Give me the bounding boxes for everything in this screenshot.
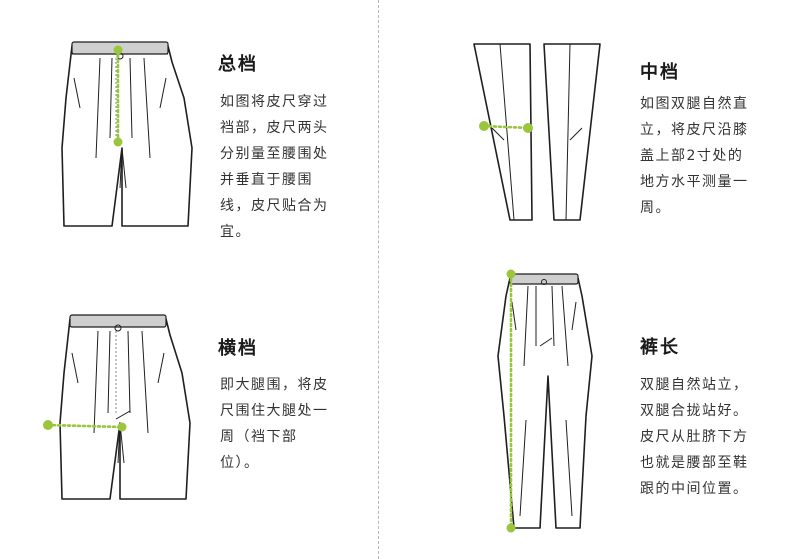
desc-line: 双腿合拢站好。: [640, 403, 749, 419]
desc-line: 宜。: [220, 224, 251, 240]
desc-line: 盖上部2寸处的: [640, 148, 744, 164]
desc-line: 也就是腰部至鞋: [640, 455, 749, 471]
thigh-description: 即大腿围，将皮 尺围住大腿处一 周（裆下部 位）。: [220, 372, 329, 476]
desc-line: 并垂直于腰围: [220, 172, 313, 188]
pants-length-illustration: [497, 269, 593, 533]
desc-line: 皮尺从肚脐下方: [640, 429, 749, 445]
desc-line: 跟的中间位置。: [640, 481, 749, 497]
desc-line: 立，将皮尺沿膝: [640, 122, 749, 138]
crotch-total-title: 总档: [218, 54, 258, 75]
desc-line: 如图将皮尺穿过: [220, 94, 329, 110]
desc-line: 周（裆下部: [220, 429, 298, 445]
mid-crotch-illustration: [473, 43, 601, 221]
thigh-title: 横档: [218, 338, 258, 359]
desc-line: 周。: [640, 200, 671, 216]
mid-crotch-description: 如图双腿自然直 立，将皮尺沿膝 盖上部2寸处的 地方水平测量一 周。: [640, 91, 749, 221]
center-divider: [378, 0, 379, 559]
crotch-total-illustration: [61, 41, 193, 227]
pants-length-title: 裤长: [640, 337, 680, 358]
desc-line: 线，皮尺贴合为: [220, 198, 329, 214]
crotch-total-description: 如图将皮尺穿过 裆部，皮尺两头 分别量至腰围处 并垂直于腰围 线，皮尺贴合为 宜…: [220, 89, 329, 245]
desc-line: 如图双腿自然直: [640, 96, 749, 112]
desc-line: 尺围住大腿处一: [220, 403, 329, 419]
desc-line: 双腿自然站立，: [640, 377, 749, 393]
desc-line: 位）。: [220, 455, 260, 471]
desc-line: 地方水平测量一: [640, 174, 749, 190]
desc-line: 裆部，皮尺两头: [220, 120, 329, 136]
mid-crotch-title: 中档: [640, 62, 680, 83]
desc-line: 分别量至腰围处: [220, 146, 329, 162]
thigh-illustration: [43, 314, 191, 500]
desc-line: 即大腿围，将皮: [220, 377, 329, 393]
pants-length-description: 双腿自然站立， 双腿合拢站好。 皮尺从肚脐下方 也就是腰部至鞋 跟的中间位置。: [640, 372, 749, 502]
